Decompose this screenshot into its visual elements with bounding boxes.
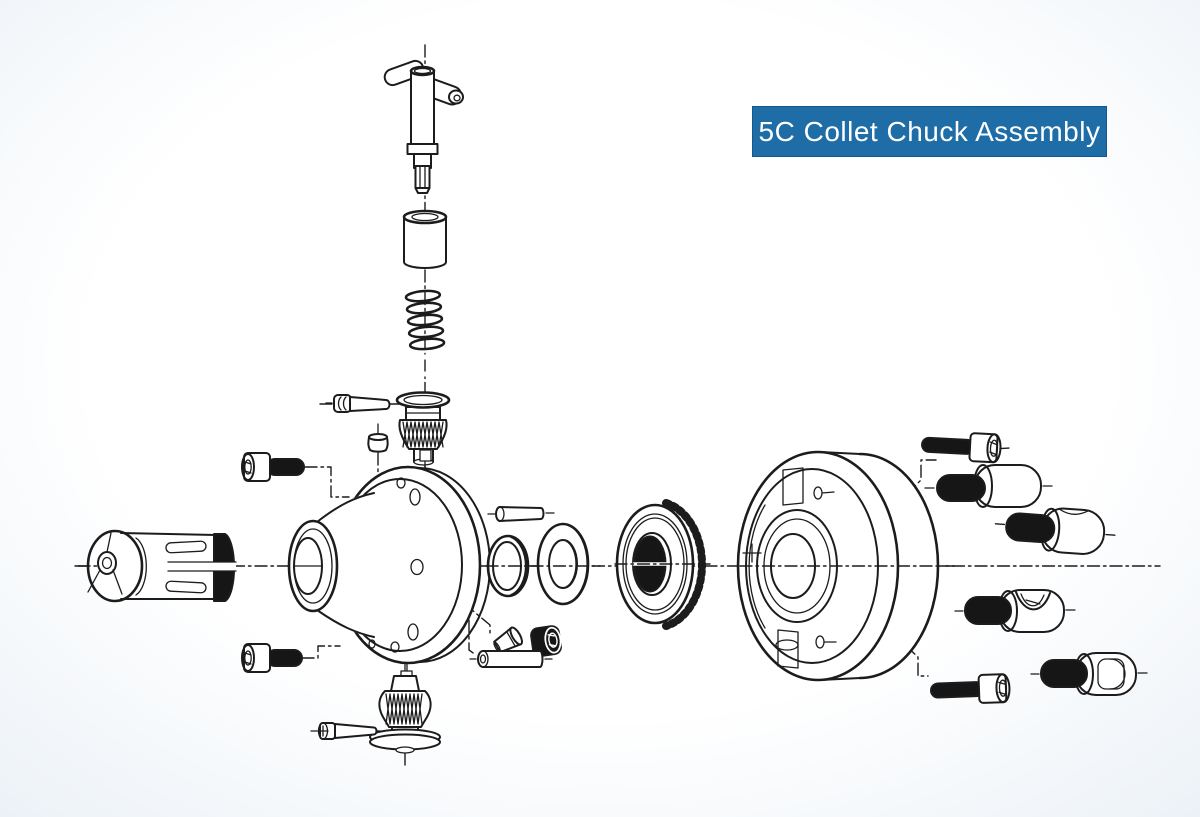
title-banner-label: 5C Collet Chuck Assembly xyxy=(758,115,1101,147)
5c-collet xyxy=(86,529,237,603)
socket-head-screw-lower-left xyxy=(241,643,303,673)
sleeve-cylinder xyxy=(402,209,448,269)
t-handle-wrench xyxy=(383,59,464,194)
socket-head-screw-upper-left xyxy=(241,452,305,482)
socket-head-screw-lower-right xyxy=(929,673,1011,704)
dowel-pin-top xyxy=(325,394,391,413)
dowel-pin-lower-left xyxy=(310,722,378,740)
title-banner: 5C Collet Chuck Assembly xyxy=(752,106,1107,157)
compression-spring xyxy=(404,289,446,351)
flat-washer xyxy=(536,522,590,606)
cam-pin-straight xyxy=(924,464,1053,508)
cam-housing xyxy=(736,450,956,682)
spindle-body xyxy=(287,449,491,684)
taper-plug-screw xyxy=(493,626,523,654)
retaining-clip xyxy=(403,354,447,377)
dowel-pin-lower-middle xyxy=(469,650,553,668)
cam-pin-crescent xyxy=(954,589,1076,633)
barrel-nut xyxy=(367,433,389,453)
knurled-knob-bottom xyxy=(369,675,441,754)
cam-pin-slotted xyxy=(1030,652,1148,696)
socket-head-screw-upper-right xyxy=(921,432,1010,464)
dowel-pin-middle xyxy=(487,506,555,522)
knurled-set-screw xyxy=(530,625,562,658)
cam-pin-notched xyxy=(994,507,1116,555)
knurled-knob-top xyxy=(395,391,451,466)
ring-gear xyxy=(614,499,711,630)
